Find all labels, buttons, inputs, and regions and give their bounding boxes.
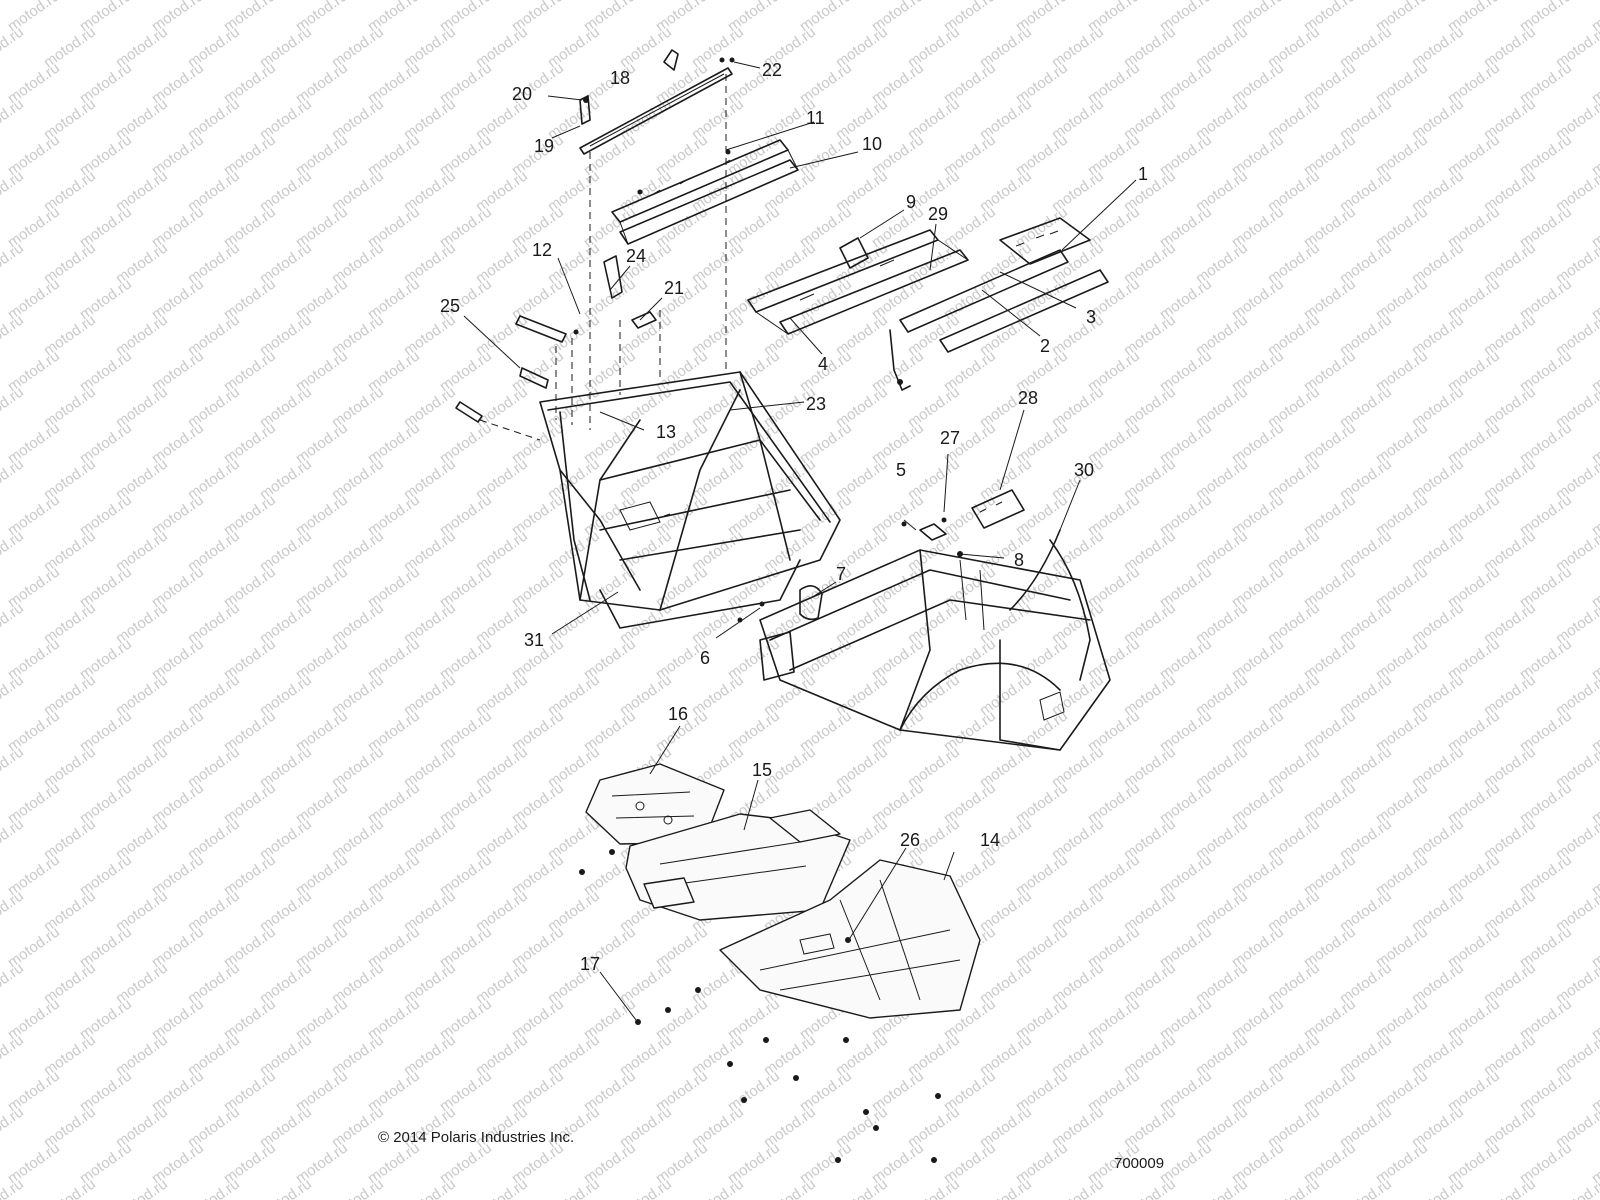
watermark-text: motod.ru [185, 1175, 243, 1200]
watermark-text: motod.ru [0, 527, 27, 575]
watermark-text: motod.ru [0, 383, 27, 431]
callout-6: 6 [700, 648, 710, 668]
watermark-text: motod.ru [0, 311, 27, 359]
watermark-text: motod.ru [689, 1175, 747, 1200]
watermark-text: motod.ru [0, 743, 27, 791]
watermark-text: motod.ru [833, 1175, 891, 1200]
callout-5: 5 [896, 460, 906, 480]
watermark-text: motod.ru [545, 1175, 603, 1200]
watermark-text: motod.ru [401, 1175, 459, 1200]
callout-15: 15 [752, 760, 772, 780]
callout-23: 23 [806, 394, 826, 414]
callout-22: 22 [762, 60, 782, 80]
leader-lines [463, 61, 1137, 1021]
copyright-text: © 2014 Polaris Industries Inc. [378, 1129, 574, 1146]
watermark-text: motod.ru [0, 23, 27, 71]
callout-24: 24 [626, 246, 646, 266]
callout-13: 13 [656, 422, 676, 442]
watermark-text: motod.ru [0, 455, 27, 503]
watermark-text: motod.ru [0, 887, 27, 935]
watermark-text: motod.ru [1589, 0, 1600, 35]
watermark-text: motod.ru [1265, 1175, 1323, 1200]
watermark-text: motod.ru [977, 1175, 1035, 1200]
callout-25: 25 [440, 296, 460, 316]
callout-28: 28 [1018, 388, 1038, 408]
watermark-text: motod.ru [329, 1175, 387, 1200]
brackets-upper-left [455, 255, 657, 423]
skid-plate-16 [585, 763, 725, 845]
watermark-text: motod.ru [113, 1175, 171, 1200]
watermark-text: motod.ru [0, 959, 27, 1007]
callout-14: 14 [980, 830, 1000, 850]
watermark-text: motod.ru [0, 599, 27, 647]
diagram-number: 700009 [1114, 1155, 1164, 1172]
callout-4: 4 [818, 354, 828, 374]
callout-26: 26 [900, 830, 920, 850]
callout-17: 17 [580, 954, 600, 974]
callout-29: 29 [928, 204, 948, 224]
callout-16: 16 [668, 704, 688, 724]
fasteners-17 [579, 849, 941, 1163]
callout-3: 3 [1086, 307, 1096, 327]
watermark-text: motod.ru [0, 95, 27, 143]
callout-12: 12 [532, 240, 552, 260]
watermark-text: motod.ru [0, 167, 27, 215]
callout-9: 9 [906, 192, 916, 212]
front-frame-31 [539, 371, 841, 629]
watermark-text: motod.ru [1121, 1175, 1179, 1200]
rear-frame-1-2-3-29 [889, 217, 1109, 391]
watermark-text: motod.ru [905, 1175, 963, 1200]
callout-7: 7 [836, 564, 846, 584]
watermark-text: motod.ru [1193, 1175, 1251, 1200]
callout-27: 27 [940, 428, 960, 448]
alignment-lines [479, 74, 727, 441]
callout-8: 8 [1014, 550, 1024, 570]
watermark-text: motod.ru [0, 1103, 27, 1151]
rear-frame-30 [759, 529, 1111, 751]
callout-31: 31 [524, 630, 544, 650]
watermark-text: motod.ru [1409, 1175, 1467, 1200]
callout-19: 19 [534, 136, 554, 156]
callout-18: 18 [610, 68, 630, 88]
watermark-text: motod.ru [41, 1175, 99, 1200]
watermark-text: motod.ru [0, 671, 27, 719]
watermark-text: motod.ru [257, 1175, 315, 1200]
watermark-text: motod.ru [1049, 1175, 1107, 1200]
callout-11: 11 [806, 108, 825, 128]
callout-10: 10 [862, 134, 882, 154]
callout-2: 2 [1040, 336, 1050, 356]
callout-21: 21 [664, 278, 684, 298]
rail-assembly-18 [579, 49, 735, 155]
watermark-text: motod.ru [473, 1175, 531, 1200]
skid-plate-15 [625, 809, 851, 921]
side-frame-4-9 [747, 229, 969, 335]
callout-20: 20 [512, 84, 532, 104]
watermark-text: motod.ru [0, 815, 27, 863]
callout-1: 1 [1138, 164, 1148, 184]
watermark-text: motod.ru [617, 1175, 675, 1200]
watermark-text: motod.ru [1337, 1175, 1395, 1200]
watermark-text: motod.ru [0, 1031, 27, 1079]
callout-labels: 1 2 3 4 5 6 7 8 9 10 11 12 13 14 15 16 1… [440, 60, 1148, 974]
watermark-text: motod.ru [761, 1175, 819, 1200]
watermark-text: motod.ru [0, 239, 27, 287]
callout-30: 30 [1074, 460, 1094, 480]
watermark-text: motod.ru [1481, 1175, 1539, 1200]
